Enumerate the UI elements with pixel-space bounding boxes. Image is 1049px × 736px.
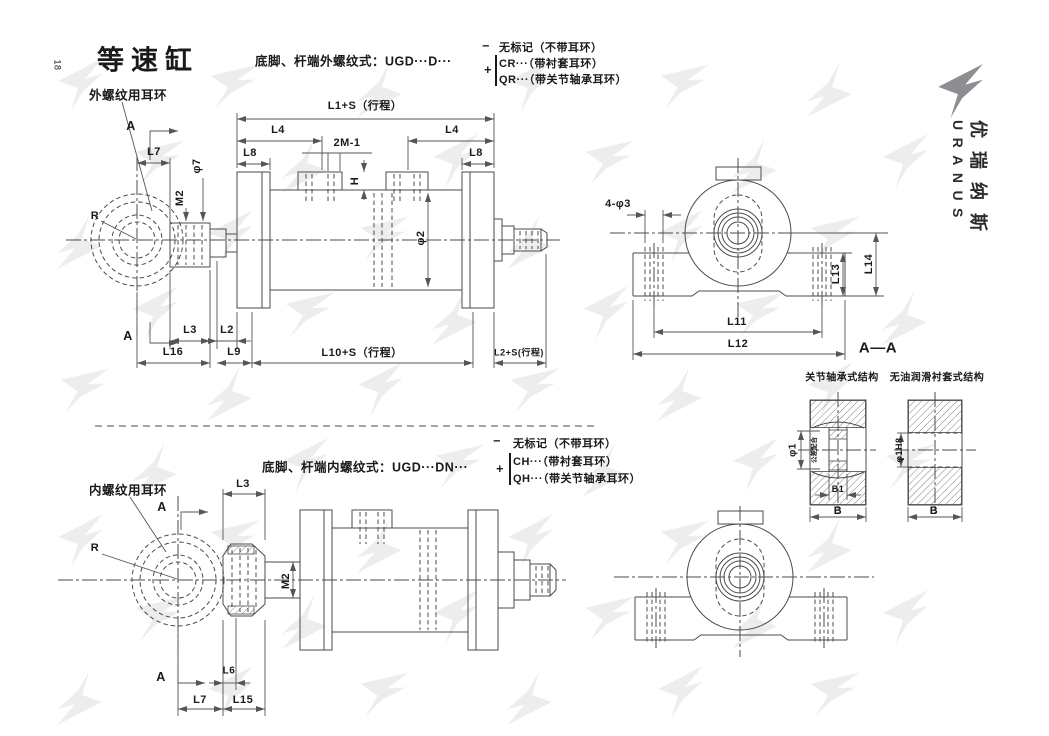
bottom-options-bracket	[509, 453, 511, 485]
bottom-spec-text: 底脚、杆端内螺纹式：UGD···DN···	[262, 460, 469, 475]
dim-l14: L14	[863, 253, 875, 275]
bottom-option-bearing: QH···（带关节轴承耳环）	[513, 473, 641, 485]
radius-mark-bottom: R	[90, 542, 100, 554]
detail-bushing-title: 无油润滑衬套式结构	[889, 372, 985, 384]
page-title: 等速缸	[97, 45, 199, 76]
dim-l8-left: L8	[243, 147, 257, 159]
section-mark-top-2: A	[123, 329, 133, 343]
radius-mark-top: R	[90, 210, 100, 222]
dim-l4-right: L4	[445, 124, 459, 136]
dim-rod-thread-top: M2	[174, 189, 186, 207]
dim-l2-stroke: L2+S(行程)	[494, 347, 544, 358]
dim-b-left: B	[833, 505, 843, 517]
brand-name-chinese: 优瑞纳斯	[968, 120, 988, 244]
dim-l7-top: L7	[147, 146, 161, 158]
top-minus-sign: −	[482, 39, 490, 53]
top-spec-text: 底脚、杆端外螺纹式：UGD···D···	[255, 54, 452, 69]
dim-l7-bottom: L7	[193, 694, 207, 706]
page-number: 18	[52, 59, 63, 71]
dim-l9: L9	[227, 346, 241, 358]
dim-ports: 2M-1	[333, 137, 361, 149]
top-option-bushing: CR···（带衬套耳环）	[499, 58, 604, 70]
dim-bore: φ2	[415, 230, 427, 246]
bottom-eyelet-label: 内螺纹用耳环	[88, 483, 168, 498]
top-eyelet-label: 外螺纹用耳环	[88, 88, 168, 103]
detail-bearing-title: 关节轴承式结构	[805, 372, 879, 384]
brand-name-english: URANUS	[950, 120, 967, 225]
dim-l1-stroke: L1+S（行程）	[327, 100, 403, 112]
dim-foot-holes: 4-φ3	[605, 198, 631, 210]
dim-l11: L11	[727, 316, 747, 328]
top-option-bearing: QR···（带关节轴承耳环）	[499, 74, 627, 86]
dim-l13: L13	[830, 263, 842, 285]
dim-l10-stroke: L10+S（行程）	[321, 347, 403, 359]
dim-l12: L12	[727, 338, 749, 350]
section-mark-bottom-1: A	[157, 500, 167, 514]
dim-rod-thread-bottom: M2	[280, 572, 292, 590]
top-plus-sign: +	[484, 63, 492, 77]
dim-l6: L6	[222, 665, 236, 677]
dim-rod-thread-dia: φ7	[191, 158, 203, 174]
brand-block: 优瑞纳斯 URANUS	[949, 120, 989, 244]
section-label-aa: A—A	[858, 339, 898, 357]
dim-l3-bottom: L3	[236, 478, 250, 490]
bottom-option-bushing: CH···（带衬套耳环）	[513, 456, 618, 468]
dim-l2: L2	[220, 324, 234, 336]
detail-fit-note: 公差配合	[811, 437, 818, 463]
dim-b-right: B	[929, 505, 939, 517]
bottom-plus-sign: +	[496, 462, 504, 476]
dim-port-height: H	[349, 176, 361, 186]
dim-b1: B1	[831, 484, 845, 494]
dim-l3-top: L3	[183, 324, 197, 336]
dim-phi1h8: φ1H8	[894, 437, 904, 463]
top-options-bracket	[495, 55, 497, 86]
dim-l15: L15	[232, 694, 254, 706]
dim-l4-left: L4	[271, 124, 285, 136]
bottom-option-none: 无标记（不带耳环）	[513, 438, 617, 450]
section-mark-bottom-2: A	[156, 670, 166, 684]
bottom-minus-sign: −	[493, 434, 501, 448]
dim-phi1: φ1	[787, 443, 799, 457]
dim-l8-right: L8	[469, 147, 483, 159]
top-option-none: 无标记（不带耳环）	[499, 42, 603, 54]
section-mark-top-1: A	[126, 119, 136, 133]
uranus-logo-icon	[938, 64, 983, 118]
dim-l16: L16	[162, 346, 184, 358]
